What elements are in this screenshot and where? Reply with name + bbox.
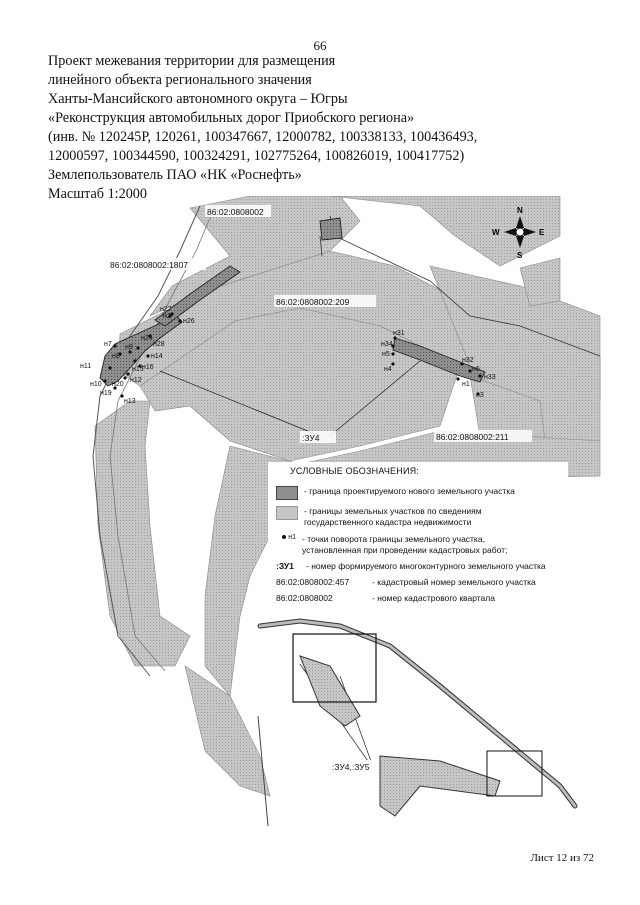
legend-title: УСЛОВНЫЕ ОБОЗНАЧЕНИЯ: bbox=[290, 466, 420, 476]
header-line: (инв. № 120245Р, 120261, 100347667, 1200… bbox=[48, 129, 478, 145]
point-label: н2 bbox=[163, 313, 171, 320]
right-strip bbox=[519, 257, 561, 307]
zu4-zu5-label: :ЗУ4,:ЗУ5 bbox=[332, 762, 370, 772]
point-label: н7 bbox=[104, 341, 112, 348]
compass-rose: N S W E bbox=[492, 206, 545, 260]
upper-right-area bbox=[329, 196, 561, 267]
point-label: н24 bbox=[141, 335, 153, 342]
legend-text: - границы земельных участков по сведения… bbox=[304, 506, 482, 527]
central-curve-area bbox=[139, 307, 461, 462]
point-label: н26 bbox=[183, 318, 195, 325]
inset-highlight-box-2 bbox=[486, 750, 543, 797]
compass-needle-south bbox=[516, 236, 524, 248]
legend-row-multi: :ЗУ1 - номер формируемого многоконтурног… bbox=[276, 561, 546, 572]
header-line: Землепользователь ПАО «НК «Роснефть» bbox=[48, 167, 302, 183]
leader-line bbox=[329, 360, 421, 437]
legend-text: - кадастровый номер земельного участка bbox=[372, 577, 536, 587]
new-parcel-top bbox=[319, 217, 343, 241]
quarter-boundary-line bbox=[319, 235, 323, 257]
western-road bbox=[94, 400, 191, 667]
quarter-label: 86:02:0808002 bbox=[207, 207, 264, 217]
compass-n-label: N bbox=[517, 206, 523, 215]
point-label: н28 bbox=[153, 341, 165, 348]
cadastral-labels: 86:02:0808002 86:02:0808002:1807 86:02:0… bbox=[108, 205, 532, 772]
lower-left-area bbox=[184, 665, 271, 797]
document-header: Проект межевания территории для размещен… bbox=[48, 52, 608, 204]
point-label: н4 bbox=[384, 366, 392, 373]
legend-row-new-parcel: - граница проектируемого нового земельно… bbox=[276, 486, 515, 500]
point-label: н5 bbox=[382, 351, 390, 358]
legend-text: - граница проектируемого нового земельно… bbox=[304, 486, 515, 496]
legend-code: 86:02:0808002 bbox=[276, 593, 333, 603]
compass-needle-east bbox=[524, 228, 536, 236]
legend-code: :ЗУ1 bbox=[276, 561, 294, 571]
inset-road-fill bbox=[258, 619, 577, 808]
point-label: н16 bbox=[142, 364, 154, 371]
parcel-209-label: 86:02:0808002:209 bbox=[276, 297, 350, 307]
legend-row-quarter: 86:02:0808002 - номер кадастрового кварт… bbox=[276, 593, 495, 604]
point-label: н11 bbox=[80, 363, 91, 370]
sheet-counter: Лист 12 из 72 bbox=[530, 852, 594, 864]
inset-loop-outline bbox=[299, 655, 361, 727]
page-number: 66 bbox=[313, 38, 327, 53]
compass-w-label: W bbox=[492, 228, 500, 237]
point-label: н9 bbox=[125, 344, 133, 351]
legend-row-cad-number: 86:02:0808002:457 - кадастровый номер зе… bbox=[276, 577, 536, 588]
zu4-label: :ЗУ4 bbox=[302, 433, 320, 443]
point-label: н15 bbox=[132, 366, 144, 373]
point-label: н3 bbox=[476, 392, 484, 399]
compass-e-label: E bbox=[539, 228, 545, 237]
point-label: н27 bbox=[160, 306, 172, 313]
header-line: Ханты-Мансийского автономного округа – Ю… bbox=[48, 91, 348, 107]
point-label: н10 bbox=[90, 381, 102, 388]
new-parcel-northwest-strip bbox=[154, 265, 241, 327]
point-label: н33 bbox=[484, 374, 496, 381]
point-label: н19 bbox=[100, 390, 112, 397]
legend-text: - номер кадастрового квартала bbox=[372, 593, 495, 603]
parcel-211-label: 86:02:0808002:211 bbox=[436, 432, 509, 442]
point-label: н20 bbox=[112, 381, 124, 388]
inset-highlight-box-1 bbox=[292, 633, 377, 703]
inset-loop-south bbox=[379, 755, 501, 817]
legend-row-turn-points: н1 - точки поворота границы земельного у… bbox=[276, 534, 546, 556]
compass-center bbox=[515, 227, 525, 237]
point-label: н1 bbox=[462, 381, 470, 388]
leader-line bbox=[159, 370, 321, 437]
legend-text: - точки поворота границы земельного учас… bbox=[302, 534, 508, 555]
point-label: н31 bbox=[393, 330, 405, 337]
new-parcel-west bbox=[99, 313, 183, 387]
legend-text: - номер формируемого многоконтурного зем… bbox=[306, 561, 546, 571]
header-line: 12000597, 100344590, 100324291, 10277526… bbox=[48, 148, 465, 164]
new-parcel-east bbox=[392, 337, 486, 383]
new-parcel-swatch bbox=[276, 486, 298, 500]
point-label: н32 bbox=[462, 357, 474, 364]
parcel-1807-label: 86:02:0808002:1807 bbox=[110, 260, 188, 270]
legend-code: 86:02:0808002:457 bbox=[276, 577, 350, 587]
map-legend: УСЛОВНЫЕ ОБОЗНАЧЕНИЯ: - граница проектир… bbox=[268, 462, 568, 610]
header-line: Проект межевания территории для размещен… bbox=[48, 53, 336, 69]
point-label: н8 bbox=[112, 353, 120, 360]
header-line: «Реконструкция автомобильных дорог Приоб… bbox=[48, 110, 415, 126]
legend-row-existing-parcel: - границы земельных участков по сведения… bbox=[276, 506, 536, 528]
turn-point-marker: н1 bbox=[276, 534, 296, 541]
point-label: н13 bbox=[124, 398, 136, 405]
compass-needle-north bbox=[516, 216, 524, 228]
point-label: н34 bbox=[381, 341, 393, 348]
turning-points: н26 н27 н28 н7 н8 н9 н24 н14 н16 н11 н10… bbox=[80, 306, 496, 405]
existing-parcel-swatch bbox=[276, 506, 298, 520]
new-parcels bbox=[99, 217, 486, 387]
compass-s-label: S bbox=[517, 251, 523, 260]
header-line: линейного объекта регионального значения bbox=[48, 72, 312, 88]
point-label: н14 bbox=[151, 353, 163, 360]
point-label: н6 bbox=[472, 366, 480, 373]
compass-needle-west bbox=[504, 228, 516, 236]
scale-line: Масштаб 1:2000 bbox=[48, 186, 147, 202]
inset-overview bbox=[257, 618, 578, 827]
inset-vertical-line bbox=[257, 715, 269, 827]
point-label: н12 bbox=[130, 377, 142, 384]
